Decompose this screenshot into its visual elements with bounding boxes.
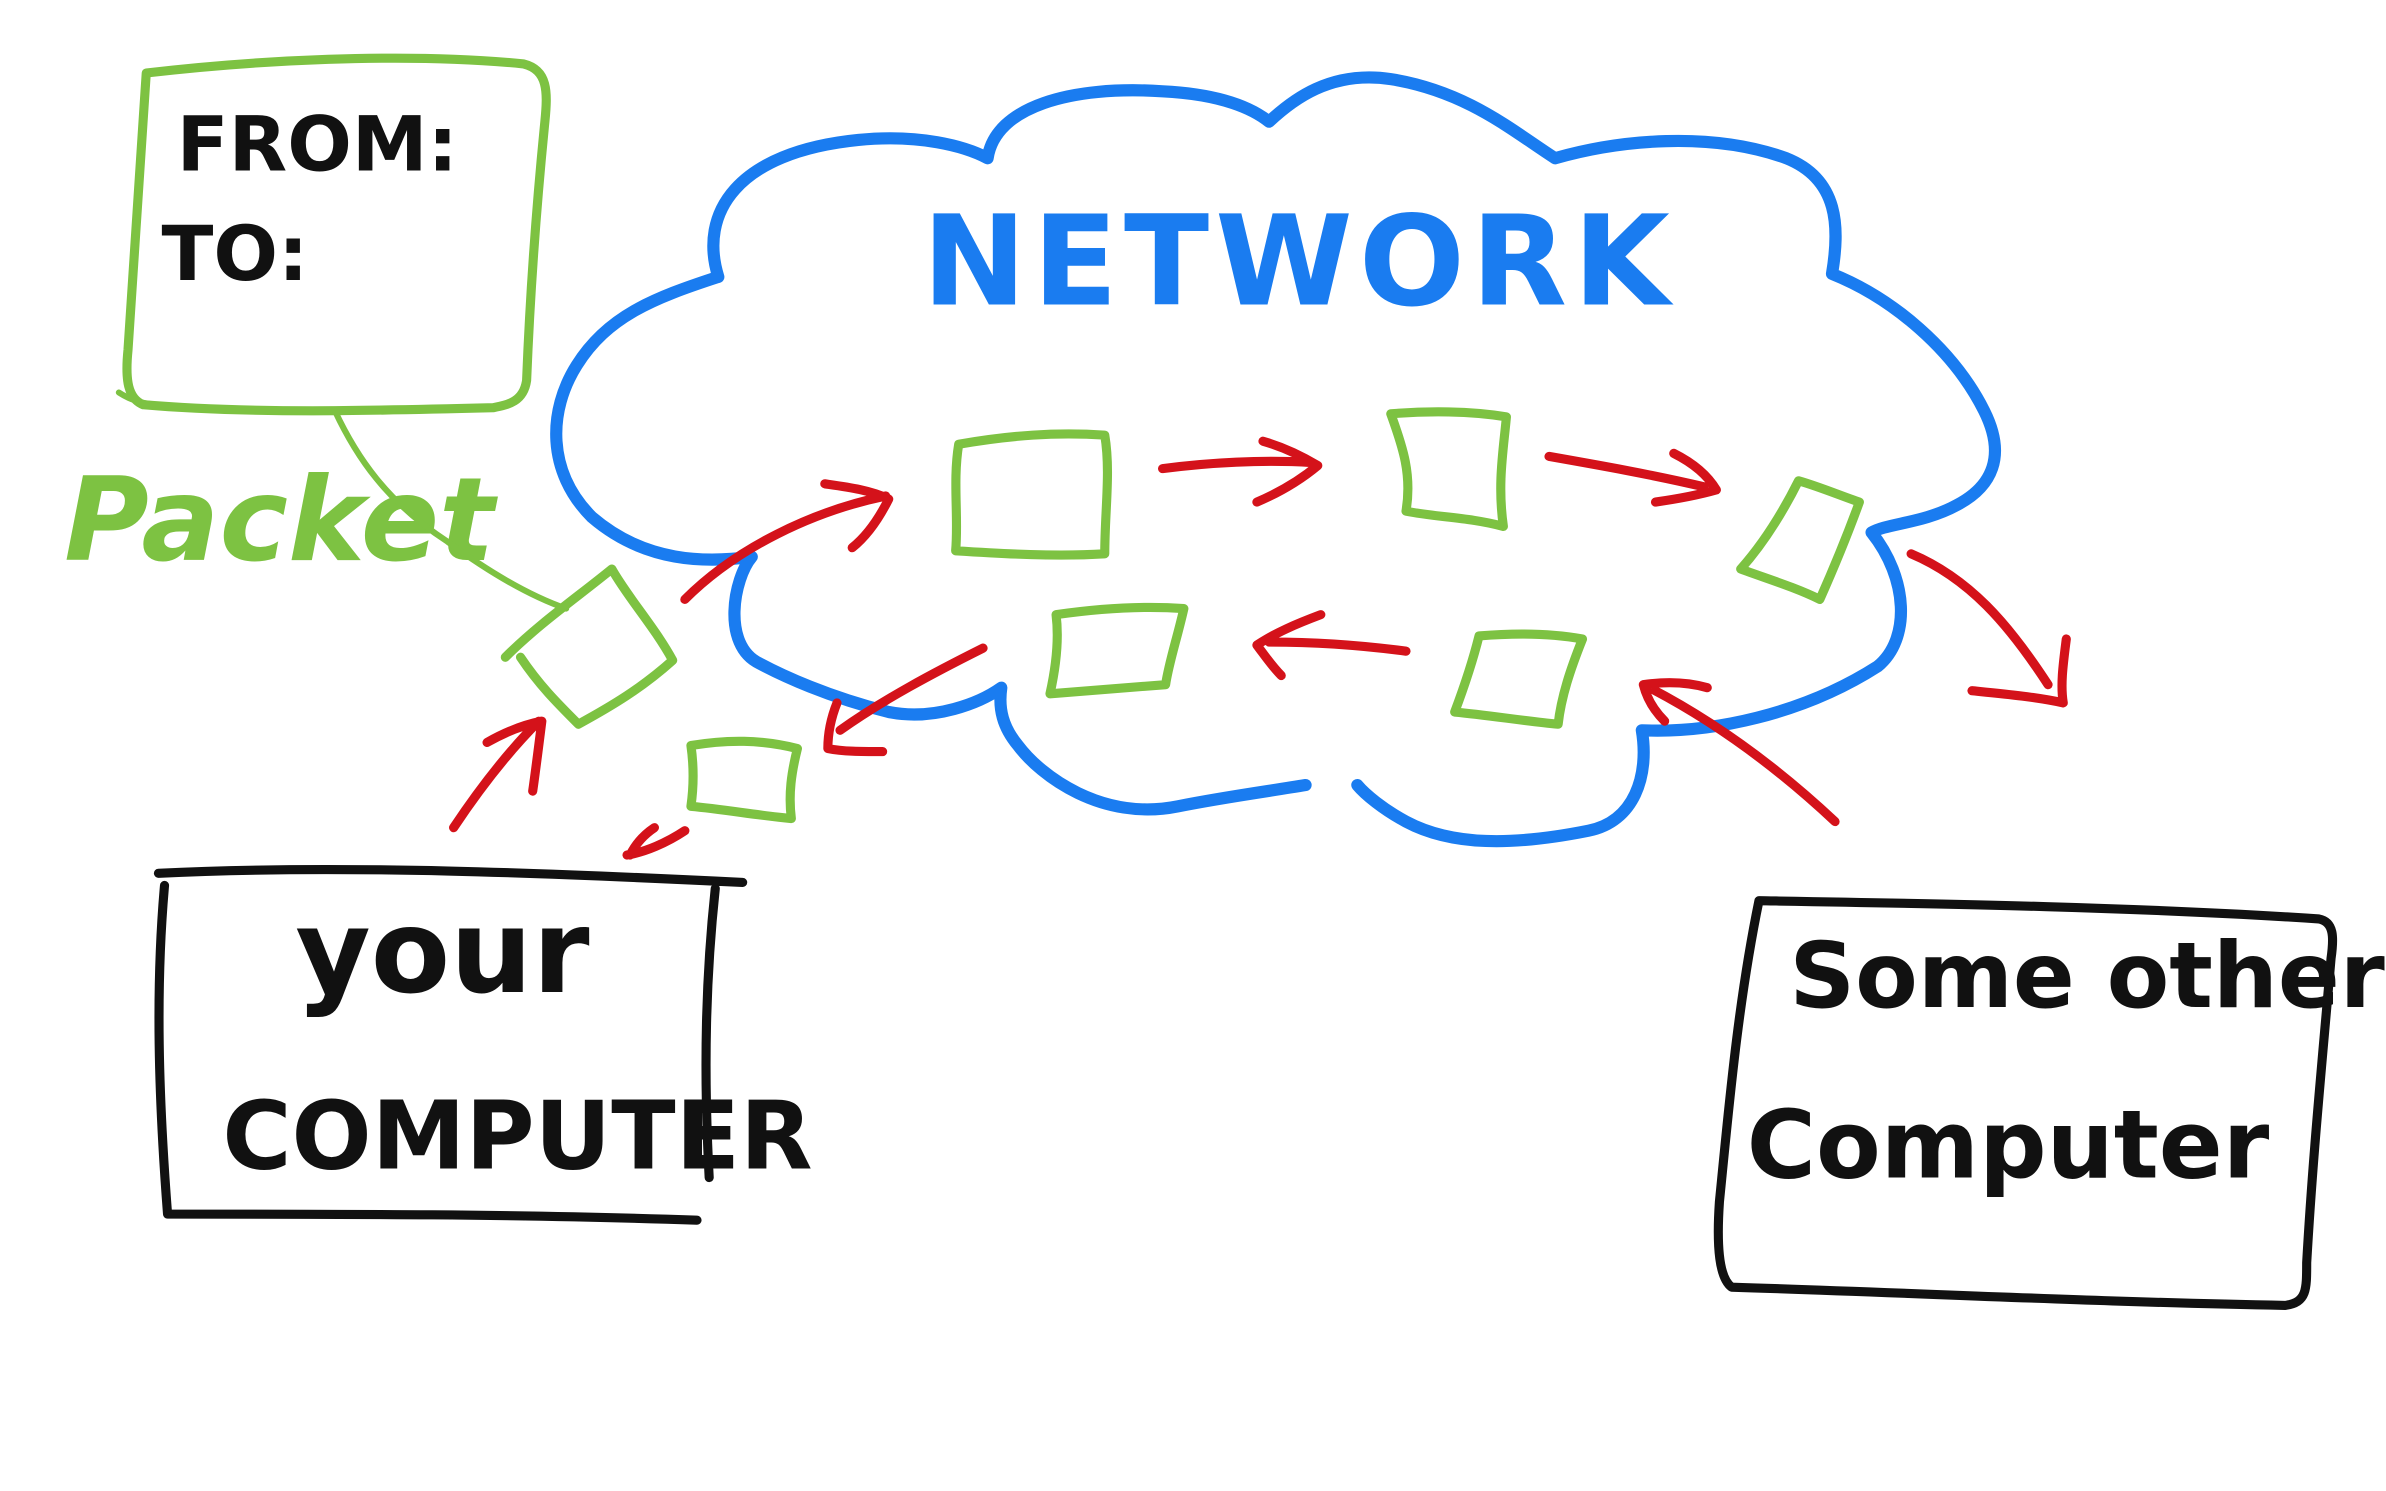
other-computer-box: Some other Computer xyxy=(1713,896,2385,1310)
packet-icon xyxy=(500,564,678,729)
packet-icon xyxy=(1386,407,1511,531)
packet-icon xyxy=(951,429,1113,560)
arrow-icon xyxy=(622,823,690,860)
arrow-icon xyxy=(680,479,894,605)
your-computer-line2: COMPUTER xyxy=(222,1081,812,1191)
arrow-icon xyxy=(1544,448,1721,507)
arrow-icon xyxy=(1906,549,2071,708)
packet-connector-line xyxy=(331,407,570,612)
from-label: FROM: xyxy=(177,99,458,188)
header-box-tail xyxy=(115,389,162,408)
to-label: TO: xyxy=(161,209,308,298)
packet-icon xyxy=(1736,476,1864,605)
network-label: NETWORK xyxy=(922,189,1676,334)
arrow-icon xyxy=(449,716,547,833)
arrows xyxy=(449,436,2071,860)
arrow-icon xyxy=(1252,610,1411,681)
header-box-outline xyxy=(122,53,551,416)
cloud-outline xyxy=(550,71,2002,848)
packet-icon xyxy=(1045,602,1189,699)
your-computer-outline xyxy=(153,864,748,1225)
your-computer-box: your COMPUTER xyxy=(153,864,813,1225)
arrow-icon xyxy=(1638,678,1840,827)
other-computer-line2: Computer xyxy=(1747,1091,2270,1201)
your-computer-line1: your xyxy=(295,886,589,1020)
arrow-icon xyxy=(1158,436,1323,507)
other-computer-line1: Some other xyxy=(1789,922,2384,1029)
network-cloud: NETWORK xyxy=(550,71,2002,848)
packet-icon xyxy=(686,736,802,824)
packet-icon xyxy=(1450,629,1588,729)
packets xyxy=(500,407,1864,824)
arrow-icon xyxy=(823,643,988,757)
other-computer-outline xyxy=(1713,896,2338,1310)
packet-header-box: FROM: TO: xyxy=(115,53,551,416)
packet-label: Packet xyxy=(64,454,498,588)
